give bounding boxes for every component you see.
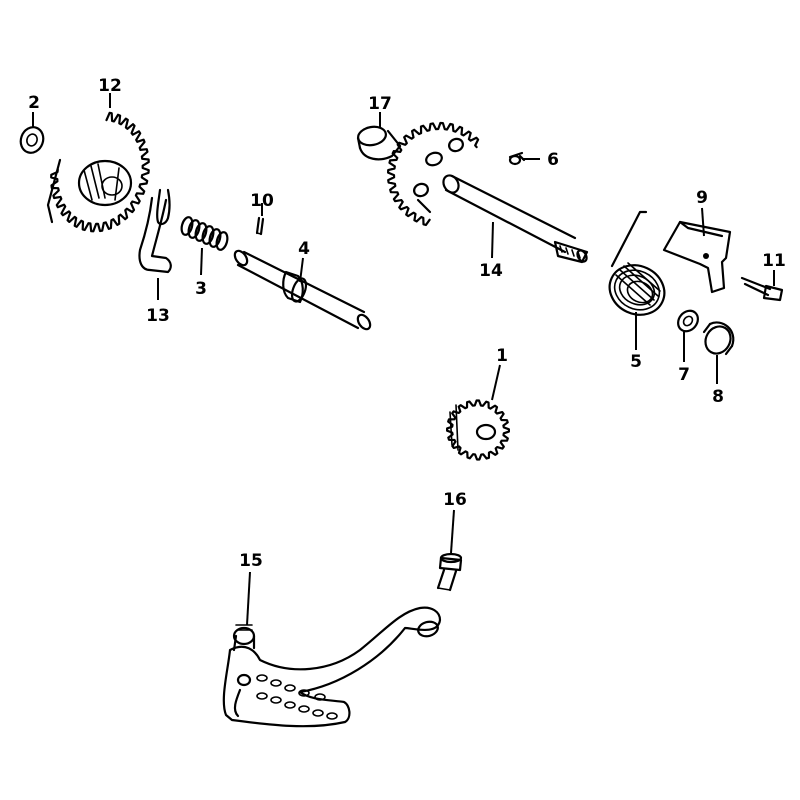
clip-part-6: [508, 151, 526, 166]
callout-14: 14: [479, 261, 503, 281]
callout-13: 13: [146, 306, 170, 326]
washer-part-7: [677, 309, 699, 333]
leader-line-16: [450, 509, 455, 554]
leader-line-15: [246, 571, 251, 626]
callout-16: 16: [443, 490, 467, 510]
gear-part-1: [446, 399, 510, 461]
shaft-part-4: [233, 249, 372, 331]
driven-gear-part-12: [46, 111, 150, 233]
leader-line-1: [491, 364, 501, 401]
leader-line-4: [299, 257, 304, 283]
callout-7: 7: [678, 365, 690, 385]
leader-line-9: [701, 207, 705, 237]
callout-3: 3: [195, 279, 207, 299]
bolt-part-16: [436, 552, 463, 592]
leader-lines: [32, 93, 775, 626]
kick-lever-part-15: [222, 606, 442, 728]
clip-spring-part-13: [138, 188, 172, 274]
callout-2: 2: [28, 93, 40, 113]
leader-line-3: [200, 247, 203, 276]
callout-10: 10: [250, 191, 274, 211]
callout-17: 17: [368, 94, 392, 114]
bushing-part-17: [356, 125, 402, 161]
callout-9: 9: [696, 188, 708, 208]
lever-grip-ridges: [256, 674, 338, 720]
leader-line-14: [491, 221, 494, 259]
callout-15: 15: [239, 551, 263, 571]
callout-5: 5: [630, 352, 642, 372]
kick-shaft-part-14: [387, 121, 589, 264]
callout-12: 12: [98, 76, 122, 96]
washer-part-2: [19, 126, 45, 154]
return-spring-part-5: [608, 210, 666, 316]
callout-6: 6: [547, 150, 559, 170]
callout-4: 4: [298, 239, 310, 259]
bolt-part-11: [740, 276, 784, 302]
callout-8: 8: [712, 387, 724, 407]
guide-plate-part-9: [662, 220, 732, 294]
callout-1: 1: [496, 346, 508, 366]
spring-part-3: [180, 216, 229, 251]
callout-11: 11: [762, 251, 786, 271]
callout-labels: 2 12 13 3 10 4 17 14 6 9 11 5 7 8 1 16 1…: [28, 76, 786, 571]
pin-part-10: [255, 216, 265, 236]
collar-part-8: [702, 321, 735, 356]
